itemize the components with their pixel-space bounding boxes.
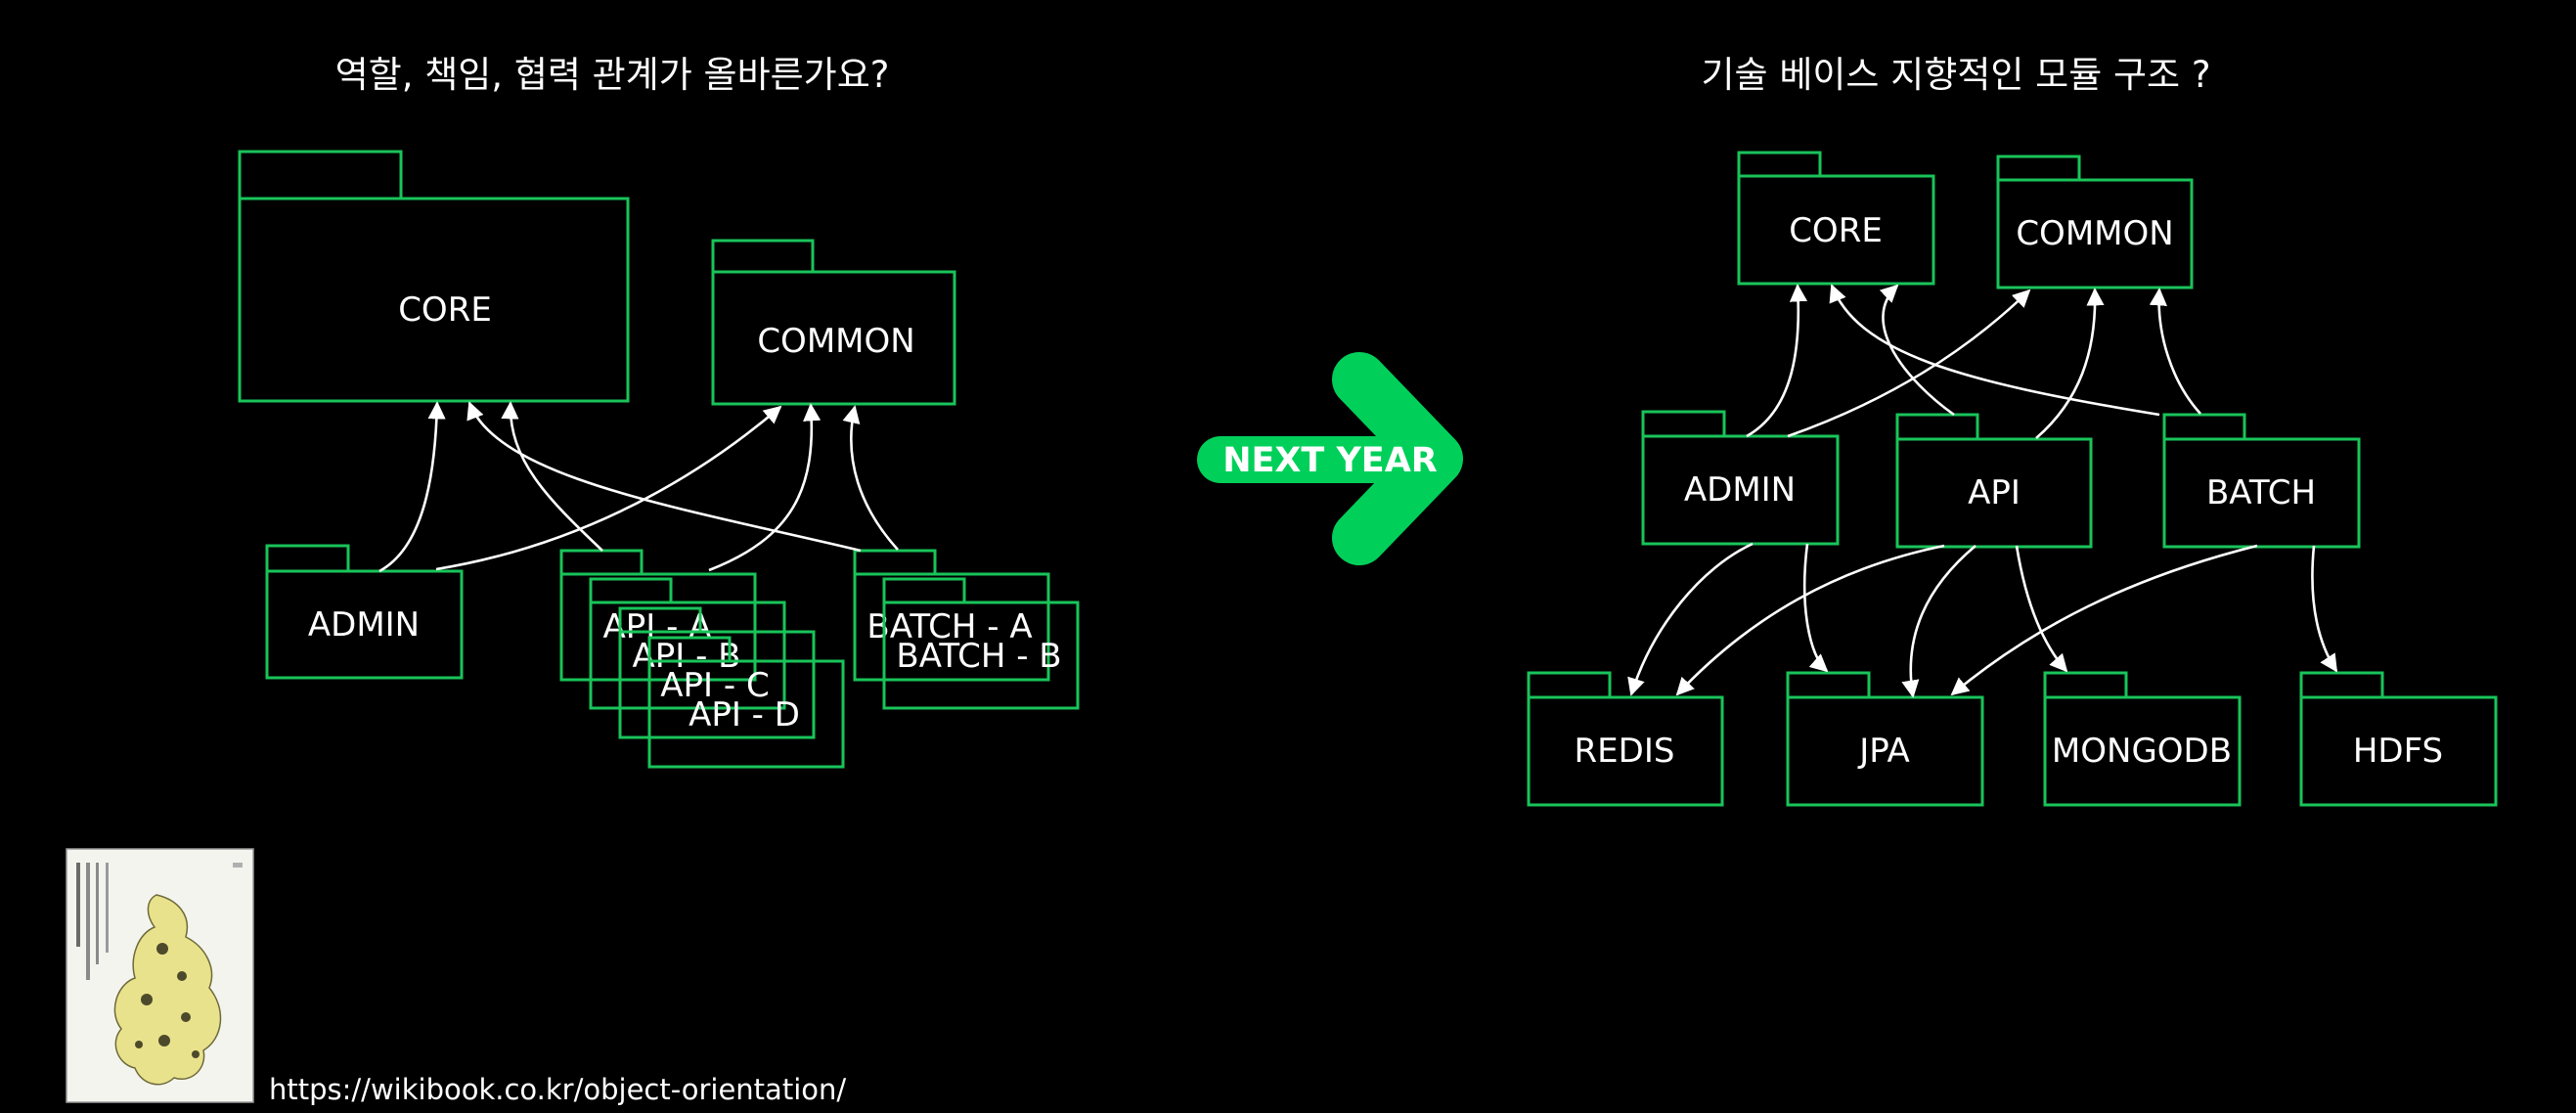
book-cover-image — [66, 848, 254, 1103]
edge-r-admin-redis — [1627, 542, 1754, 696]
right-mongodb-package: MONGODB — [2043, 671, 2242, 807]
right-common-package: COMMON — [1996, 155, 2194, 289]
right-jpa-package: JPA — [1786, 671, 1984, 807]
edge-admin-common — [435, 405, 782, 571]
right-core-label: CORE — [1789, 211, 1883, 250]
left-core-label: CORE — [398, 290, 492, 330]
right-admin-label: ADMIN — [1684, 470, 1796, 510]
left-batch-b-package: BATCH - B — [882, 577, 1080, 710]
edge-r-admin-jpa — [1802, 543, 1829, 673]
edge-r-batch-jpa — [1950, 544, 2258, 696]
edge-r-api-jpa — [1901, 545, 1976, 698]
left-admin-label: ADMIN — [308, 605, 420, 645]
right-batch-package: BATCH — [2162, 413, 2361, 549]
edge-api-core — [501, 401, 603, 552]
left-batch-a-label: BATCH - A — [866, 607, 1032, 646]
right-batch-label: BATCH — [2206, 473, 2316, 512]
edge-r-admin-core — [1746, 284, 1808, 438]
right-redis-label: REDIS — [1575, 732, 1675, 771]
edge-admin-core — [378, 401, 446, 573]
left-common-package: COMMON — [711, 239, 956, 406]
left-core-package: CORE — [238, 150, 630, 403]
right-common-label: COMMON — [2016, 214, 2173, 253]
right-api-package: API — [1895, 413, 2093, 549]
right-hdfs-label: HDFS — [2353, 732, 2443, 771]
edge-r-api-mongodb — [2015, 545, 2068, 673]
edge-r-batch-common — [2149, 288, 2201, 415]
right-mongodb-label: MONGODB — [2052, 732, 2232, 771]
next-year-label: NEXT YEAR — [1222, 441, 1438, 480]
edge-r-admin-common — [1787, 289, 2031, 438]
left-api-d-label: API - D — [688, 695, 800, 735]
left-common-label: COMMON — [757, 322, 914, 361]
edge-r-batch-core — [1829, 284, 2160, 417]
right-title: 기술 베이스 지향적인 모듈 구조 ? — [1702, 54, 2211, 96]
left-admin-package: ADMIN — [265, 544, 464, 680]
left-title: 역할, 책임, 협력 관계가 올바른가요? — [335, 54, 890, 96]
edge-r-api-core — [1879, 284, 1955, 417]
reference-url: https://wikibook.co.kr/object-orientatio… — [269, 1073, 846, 1106]
right-core-package: CORE — [1737, 151, 1935, 286]
right-hdfs-package: HDFS — [2299, 671, 2498, 807]
left-batch-a-package: BATCH - A — [853, 549, 1050, 682]
right-jpa-label: JPA — [1857, 732, 1910, 771]
left-api-a-package: API - A — [559, 549, 757, 682]
edge-r-api-common — [2035, 288, 2105, 439]
next-year-arrow: NEXT YEAR — [1197, 352, 1463, 565]
right-api-label: API — [1968, 473, 2021, 512]
edge-api-common — [708, 403, 822, 572]
left-api-c-package: API - C — [618, 606, 816, 739]
edge-batch-core — [466, 401, 862, 553]
right-redis-package: REDIS — [1527, 671, 1724, 807]
left-batch-b-label: BATCH - B — [896, 637, 1061, 676]
right-admin-package: ADMIN — [1641, 410, 1840, 546]
left-api-c-label: API - C — [660, 666, 769, 705]
edge-r-api-redis — [1675, 544, 1945, 696]
edge-r-batch-hdfs — [2311, 545, 2338, 673]
edge-batch-common — [842, 405, 899, 551]
left-api-d-package: API - D — [647, 636, 845, 769]
